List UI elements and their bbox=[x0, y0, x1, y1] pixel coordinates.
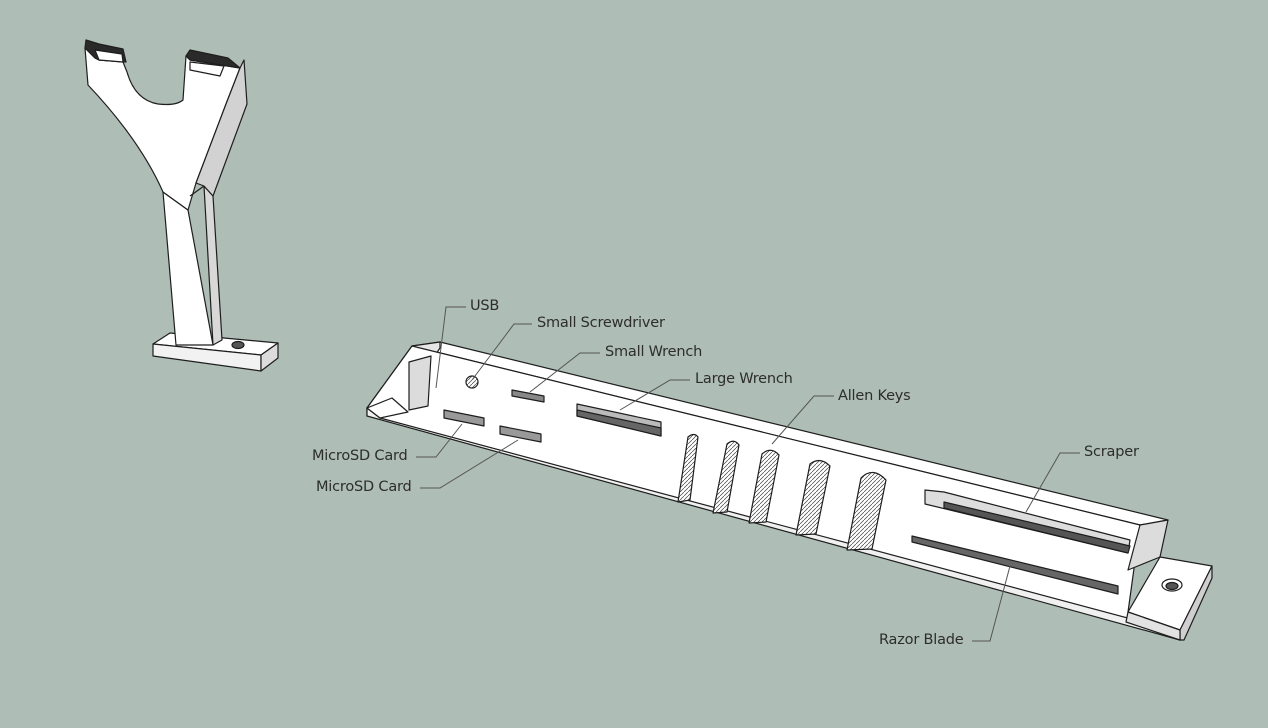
leader-scraper bbox=[1025, 452, 1080, 513]
label-large-wrench: Large Wrench bbox=[695, 371, 793, 387]
label-microsd-card-1: MicroSD Card bbox=[312, 448, 408, 464]
label-small-wrench: Small Wrench bbox=[605, 344, 703, 360]
stand-fork-side bbox=[195, 59, 248, 197]
leader-microsd-1 bbox=[416, 423, 463, 458]
allen-key-hole-4 bbox=[795, 459, 831, 536]
allen-key-holes bbox=[677, 433, 887, 551]
label-allen-keys: Allen Keys bbox=[838, 388, 911, 404]
leader-small-wrench bbox=[529, 352, 600, 393]
holder-right-foot-front bbox=[1125, 611, 1181, 641]
scraper-slot-inner bbox=[943, 501, 1131, 554]
label-scraper: Scraper bbox=[1084, 444, 1139, 460]
leader-large-wrench bbox=[619, 379, 690, 411]
holder-foot-hole-inner bbox=[1165, 581, 1179, 591]
leader-small-screwdriver bbox=[471, 323, 532, 381]
allen-key-hole-2 bbox=[712, 440, 740, 514]
allen-key-hole-5 bbox=[846, 471, 887, 551]
holder-left-foot bbox=[366, 397, 409, 419]
allen-key-hole-3 bbox=[748, 449, 780, 524]
label-microsd-card-2: MicroSD Card bbox=[316, 479, 412, 495]
large-wrench-slot-inner bbox=[576, 409, 662, 437]
microsd-slot-2 bbox=[499, 425, 542, 443]
microsd-slot-1 bbox=[443, 409, 485, 427]
stand-prong-right bbox=[185, 49, 241, 69]
fork-stand-model bbox=[84, 39, 279, 372]
razor-blade-slot bbox=[911, 535, 1119, 595]
small-screwdriver-hole bbox=[465, 375, 479, 389]
leader-microsd-2 bbox=[420, 439, 519, 489]
leader-usb bbox=[435, 306, 466, 389]
stand-fork-edge bbox=[189, 185, 205, 197]
small-wrench-slot bbox=[511, 389, 545, 403]
leader-razor-blade bbox=[972, 565, 1011, 642]
label-razor-blade: Razor Blade bbox=[879, 632, 964, 648]
label-small-screwdriver: Small Screwdriver bbox=[537, 315, 665, 331]
allen-key-hole-1 bbox=[677, 433, 699, 503]
leader-lines bbox=[416, 306, 1080, 642]
usb-slot bbox=[408, 355, 432, 411]
leader-allen-keys bbox=[771, 395, 834, 445]
tool-holder-model bbox=[366, 341, 1213, 641]
stand-fork-front bbox=[84, 47, 241, 211]
label-usb: USB bbox=[470, 298, 500, 314]
stand-prong-right-top bbox=[189, 61, 225, 77]
stand-base-hole bbox=[231, 340, 245, 350]
stand-prong-left-top bbox=[94, 49, 124, 63]
stand-base-end bbox=[260, 342, 279, 372]
